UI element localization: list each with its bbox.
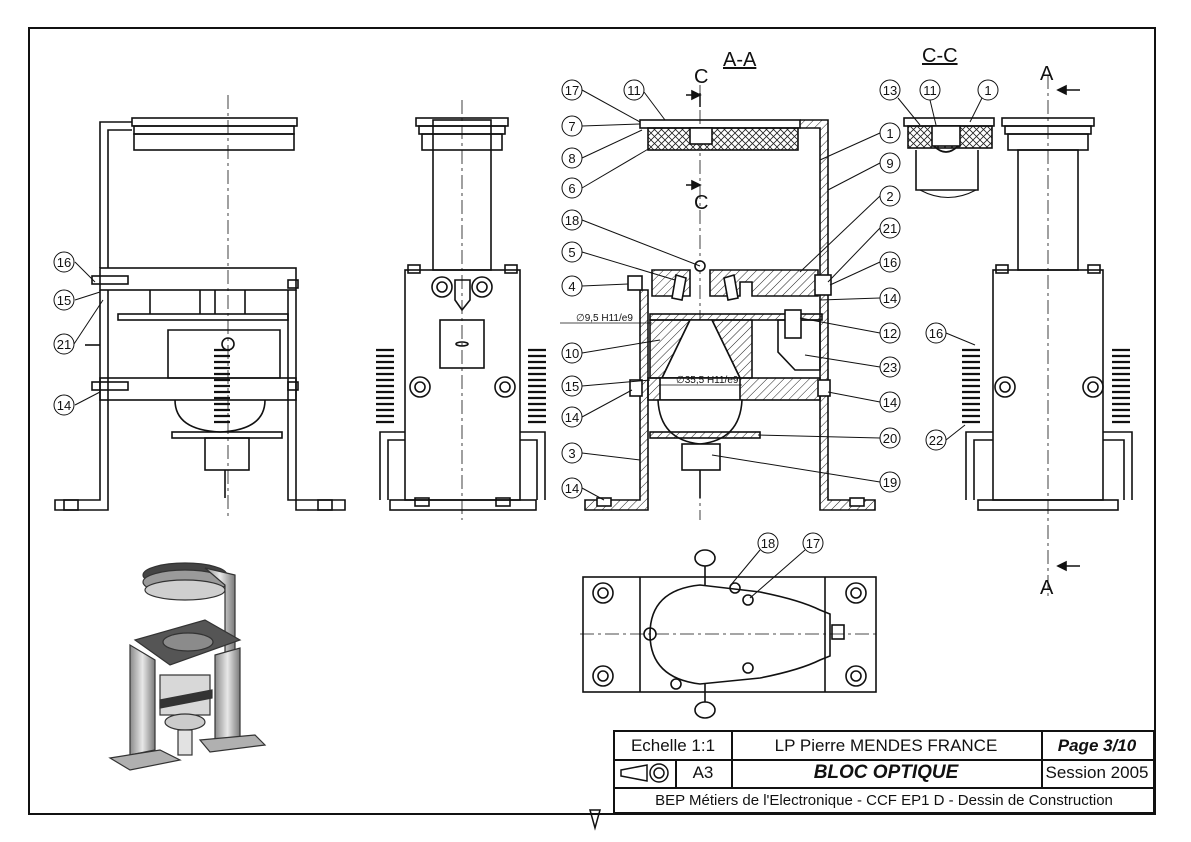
callout-aa-16: 16 bbox=[829, 251, 901, 286]
callout-aa-3: 3 bbox=[561, 442, 641, 464]
front-view bbox=[54, 95, 346, 520]
svg-text:3: 3 bbox=[568, 446, 575, 461]
callout-aa-19: 19 bbox=[711, 454, 901, 493]
cut-letter-a-bottom: A bbox=[1040, 577, 1054, 599]
callout-aa-14a: 14 bbox=[561, 389, 633, 428]
callout-aa-9: 9 bbox=[827, 152, 901, 191]
page-number: Page 3/10 bbox=[1057, 735, 1137, 755]
callout-t-17: 17 bbox=[749, 532, 824, 599]
svg-text:17: 17 bbox=[806, 536, 820, 551]
projection-symbol bbox=[615, 759, 675, 787]
svg-text:18: 18 bbox=[565, 213, 579, 228]
callout-aa-23: 23 bbox=[804, 354, 901, 378]
callout-aa-14d: 14 bbox=[827, 391, 901, 413]
drawing-title: BLOC OPTIQUE bbox=[813, 762, 959, 783]
svg-text:15: 15 bbox=[57, 293, 71, 308]
callout-aa-17: 17 bbox=[561, 79, 641, 123]
callout-r-16: 16 bbox=[925, 322, 976, 346]
callout-aa-8: 8 bbox=[561, 129, 643, 169]
svg-text:6: 6 bbox=[568, 181, 575, 196]
svg-text:11: 11 bbox=[923, 83, 937, 98]
callout-aa-10: 10 bbox=[561, 339, 661, 364]
svg-text:21: 21 bbox=[883, 221, 897, 236]
title-block: Echelle 1:1 LP Pierre MENDES FRANCE Page… bbox=[613, 730, 1155, 814]
callout-v1-21: 21 bbox=[53, 299, 104, 355]
side-view bbox=[376, 100, 546, 520]
svg-text:23: 23 bbox=[883, 360, 897, 375]
svg-text:13: 13 bbox=[883, 83, 897, 98]
svg-text:22: 22 bbox=[929, 433, 943, 448]
center-mark bbox=[589, 809, 601, 831]
callout-aa-18: 18 bbox=[561, 209, 701, 267]
callout-aa-1: 1 bbox=[819, 122, 901, 161]
projection-icon bbox=[620, 763, 669, 783]
callout-aa-21: 21 bbox=[827, 217, 901, 283]
section-aa-label: A-A bbox=[723, 49, 757, 71]
svg-text:14: 14 bbox=[565, 481, 579, 496]
svg-text:2: 2 bbox=[886, 189, 893, 204]
svg-text:5: 5 bbox=[568, 245, 575, 260]
callout-cc-13: 13 bbox=[879, 79, 921, 126]
svg-text:10: 10 bbox=[565, 346, 579, 361]
callout-r-22: 22 bbox=[925, 424, 966, 451]
svg-text:9: 9 bbox=[886, 156, 893, 171]
section-cc-label: C-C bbox=[922, 45, 958, 67]
callout-aa-14c: 14 bbox=[819, 287, 901, 309]
callouts: 16 15 21 14 17 11 7 8 6 18 5 4 10 15 14 … bbox=[53, 79, 999, 599]
school-name: LP Pierre MENDES FRANCE bbox=[774, 735, 998, 755]
svg-text:15: 15 bbox=[565, 379, 579, 394]
callout-aa-15: 15 bbox=[561, 375, 651, 397]
svg-text:20: 20 bbox=[883, 431, 897, 446]
svg-text:7: 7 bbox=[568, 119, 575, 134]
isometric-3d-view bbox=[108, 562, 267, 771]
section-aa-view bbox=[584, 85, 876, 520]
callout-aa-4: 4 bbox=[561, 275, 629, 297]
svg-text:4: 4 bbox=[568, 279, 575, 294]
section-cc-view bbox=[903, 117, 995, 198]
dimension-355: ∅35,5 H11/e9 bbox=[676, 375, 739, 386]
svg-text:14: 14 bbox=[57, 398, 71, 413]
callout-cc-1: 1 bbox=[969, 79, 999, 123]
right-view bbox=[962, 75, 1133, 600]
callout-v1-15: 15 bbox=[53, 289, 101, 311]
svg-text:14: 14 bbox=[883, 395, 897, 410]
svg-text:11: 11 bbox=[627, 83, 641, 98]
svg-text:17: 17 bbox=[565, 83, 579, 98]
callout-aa-14b: 14 bbox=[561, 477, 605, 501]
svg-text:21: 21 bbox=[57, 337, 71, 352]
svg-text:8: 8 bbox=[568, 151, 575, 166]
svg-text:14: 14 bbox=[565, 410, 579, 425]
svg-text:14: 14 bbox=[883, 291, 897, 306]
callout-aa-2: 2 bbox=[799, 185, 901, 273]
session: Session 2005 bbox=[1045, 763, 1149, 782]
svg-text:16: 16 bbox=[883, 255, 897, 270]
course-line: BEP Métiers de l'Electronique - CCF EP1 … bbox=[655, 792, 1113, 809]
svg-text:16: 16 bbox=[929, 326, 943, 341]
callout-aa-7: 7 bbox=[561, 115, 641, 137]
top-view bbox=[580, 549, 880, 719]
dimension-95: ∅9,5 H11/e9 bbox=[576, 313, 633, 324]
svg-text:12: 12 bbox=[883, 326, 897, 341]
svg-text:1: 1 bbox=[984, 83, 991, 98]
cut-letter-a-top: A bbox=[1040, 63, 1054, 85]
callout-aa-12: 12 bbox=[799, 317, 901, 344]
callout-t-18: 18 bbox=[729, 532, 779, 587]
callout-aa-5: 5 bbox=[561, 241, 676, 281]
svg-text:18: 18 bbox=[761, 536, 775, 551]
callout-aa-11: 11 bbox=[623, 79, 666, 121]
callout-v1-16: 16 bbox=[53, 251, 96, 283]
sheet-frame bbox=[28, 27, 1156, 815]
callout-aa-20: 20 bbox=[757, 427, 901, 449]
callout-cc-11: 11 bbox=[919, 79, 941, 126]
svg-text:16: 16 bbox=[57, 255, 71, 270]
svg-text:1: 1 bbox=[886, 126, 893, 141]
scale: Echelle 1:1 bbox=[630, 735, 716, 755]
cut-letter-c-bottom: C bbox=[694, 192, 708, 214]
paper-format: A3 bbox=[692, 763, 714, 782]
svg-text:19: 19 bbox=[883, 475, 897, 490]
cut-letter-c-top: C bbox=[694, 66, 708, 88]
callout-aa-6: 6 bbox=[561, 147, 651, 199]
callout-v1-14: 14 bbox=[53, 391, 101, 416]
